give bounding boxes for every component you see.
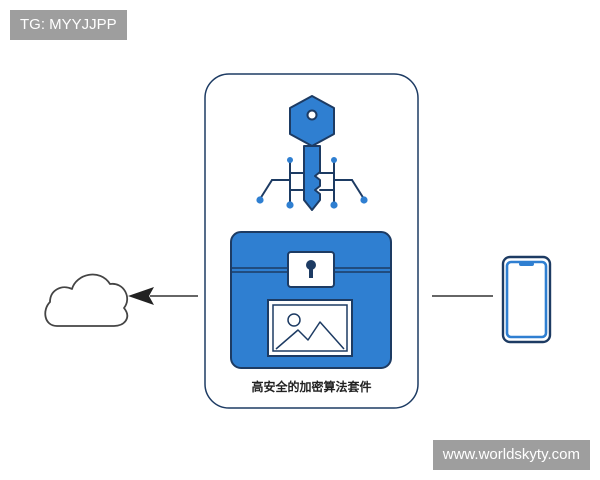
phone-icon <box>501 255 552 344</box>
cloud-icon <box>44 273 129 327</box>
keyhole-icon <box>287 251 335 288</box>
watermark-bottom: www.worldskyty.com <box>432 440 590 470</box>
key-icon <box>256 95 368 211</box>
arrow-left-icon <box>128 287 198 305</box>
watermark-top: TG: MYYJJPP <box>10 10 127 40</box>
card-caption: 高安全的加密算法套件 <box>251 380 372 394</box>
image-icon <box>267 299 353 357</box>
